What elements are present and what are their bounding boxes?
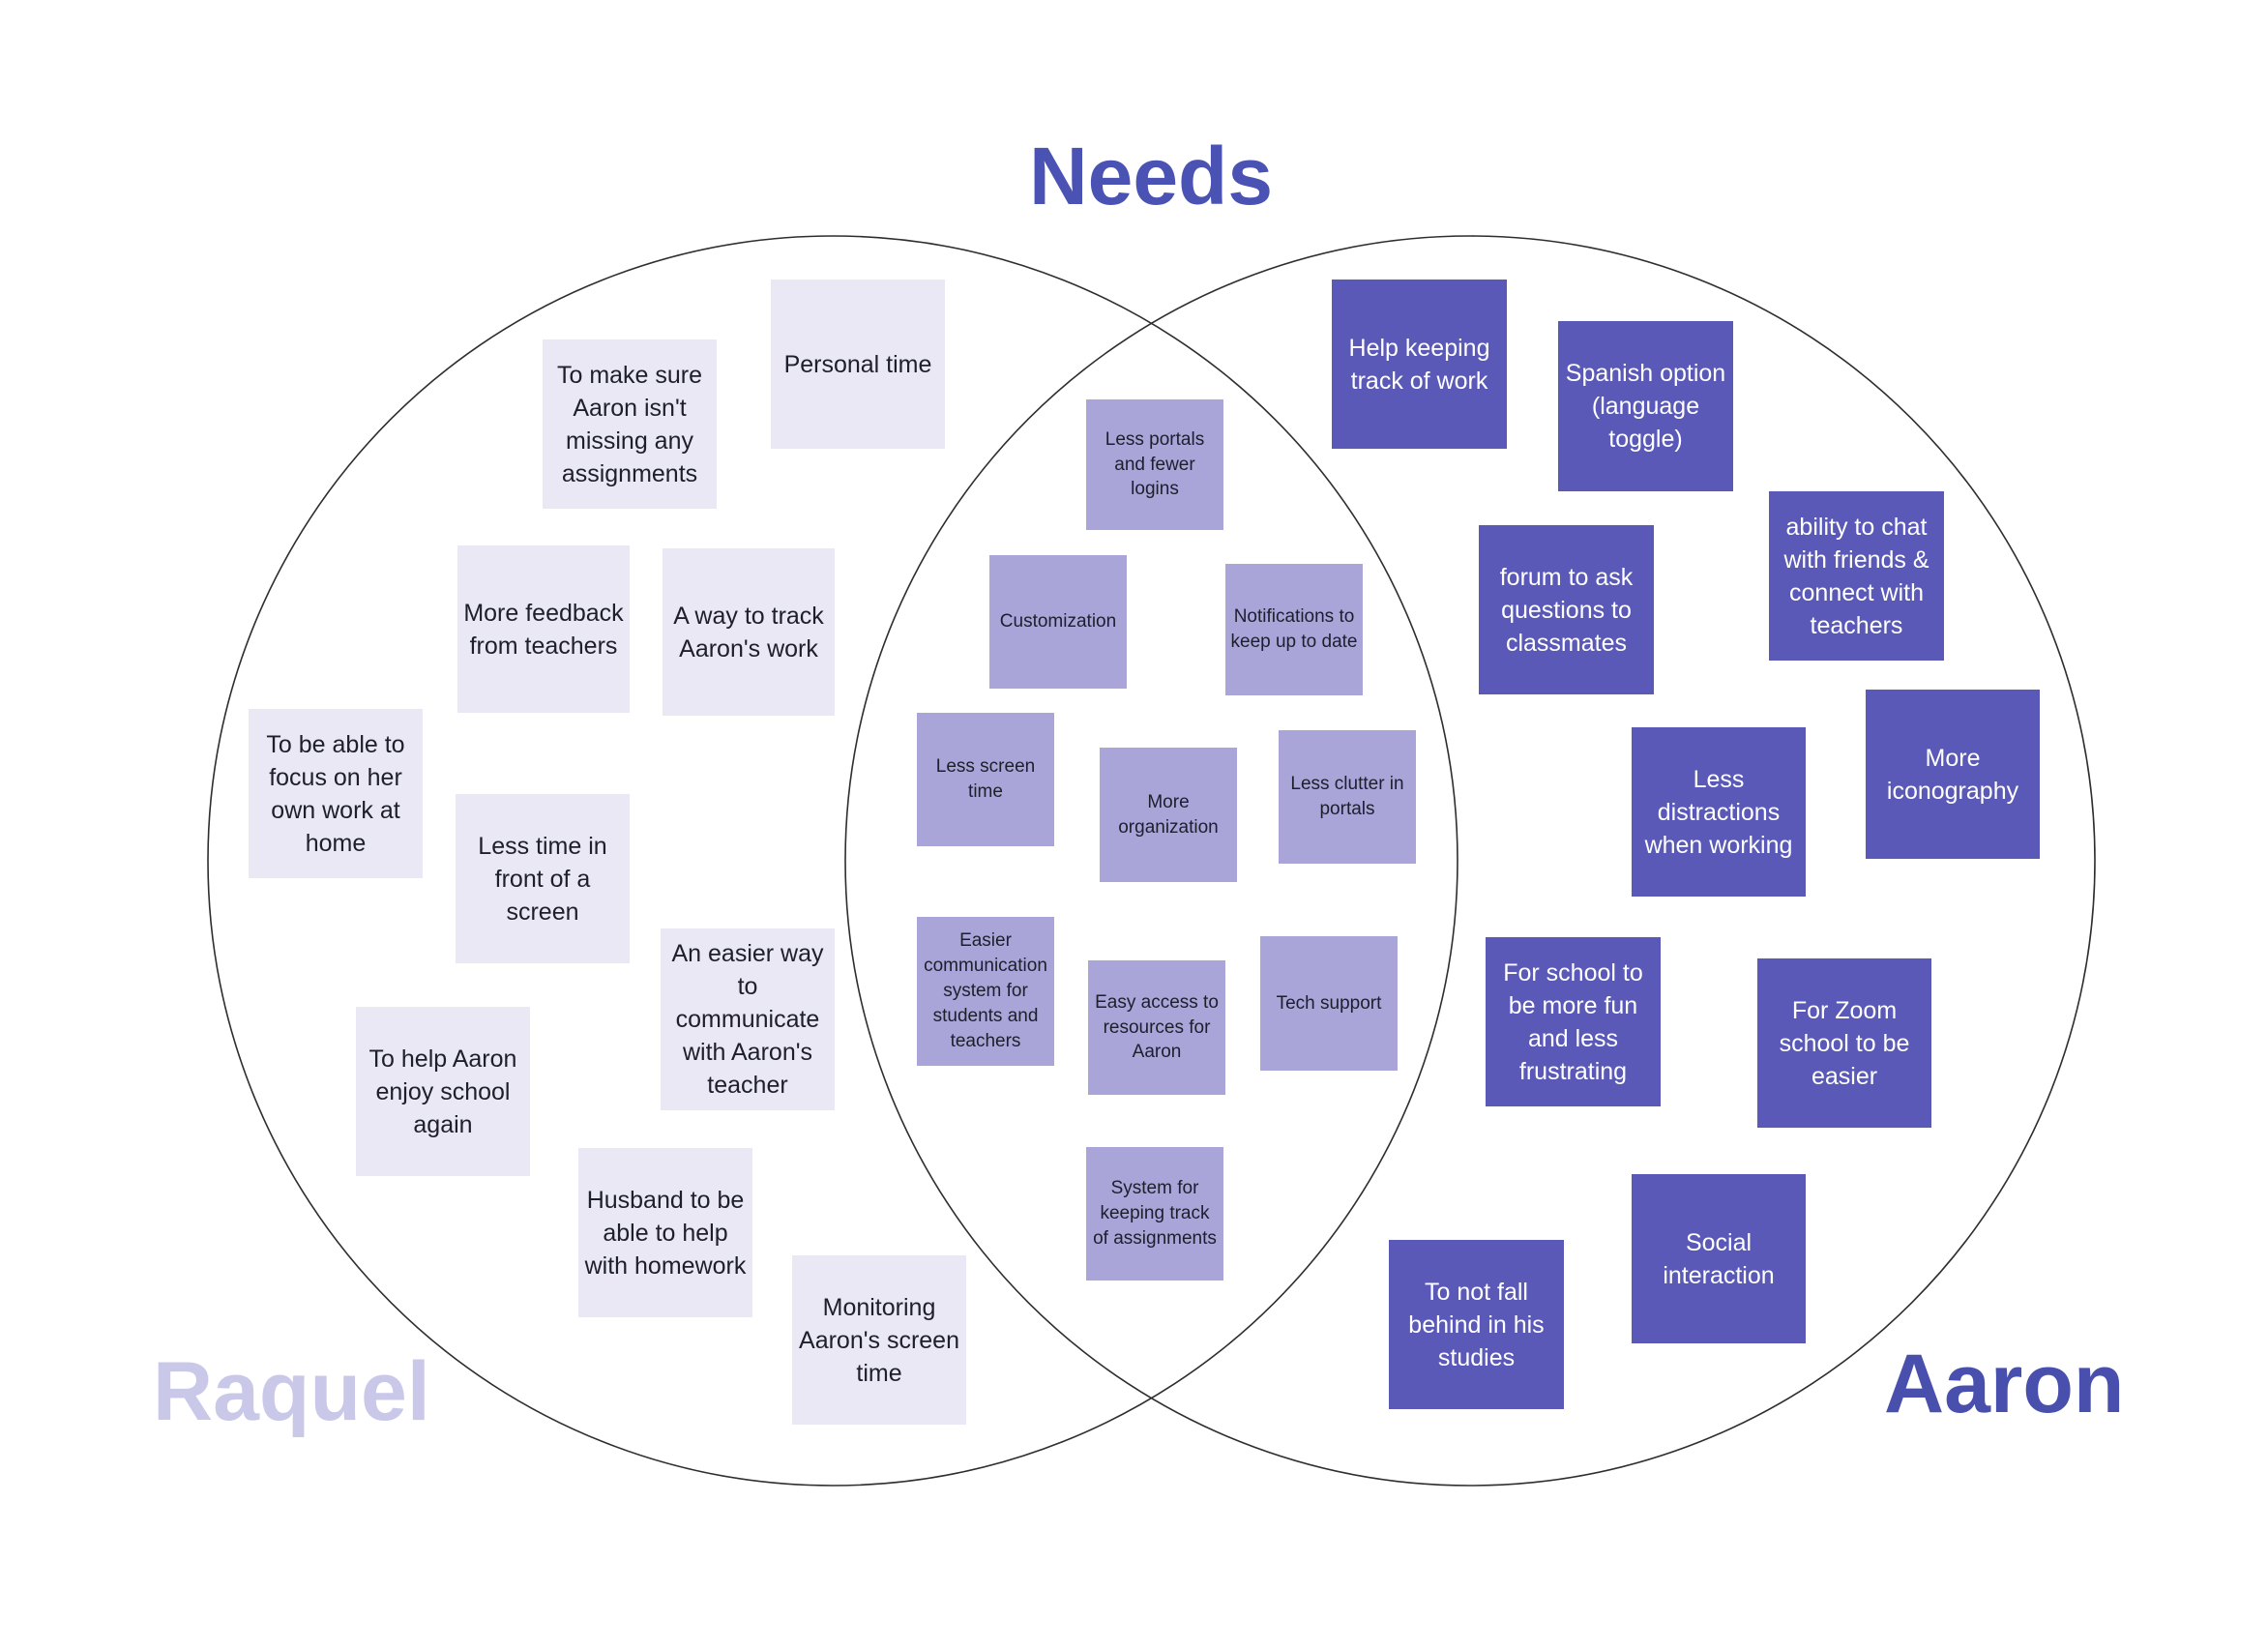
sticky-note-raquel[interactable]: A way to track Aaron's work xyxy=(663,548,835,716)
sticky-note-aaron[interactable]: Help keeping track of work xyxy=(1332,280,1507,449)
sticky-note-aaron[interactable]: Less distractions when working xyxy=(1632,727,1806,897)
sticky-note-raquel[interactable]: To be able to focus on her own work at h… xyxy=(249,709,423,878)
diagram-title: Needs xyxy=(1028,131,1274,221)
sticky-note-raquel[interactable]: Less time in front of a screen xyxy=(456,794,630,963)
sticky-note-shared[interactable]: Tech support xyxy=(1260,936,1398,1071)
sticky-note-aaron[interactable]: More iconography xyxy=(1866,690,2040,859)
sticky-note-raquel[interactable]: An easier way to communicate with Aaron'… xyxy=(661,928,835,1110)
sticky-note-shared[interactable]: Less portals and fewer logins xyxy=(1086,399,1223,530)
sticky-note-shared[interactable]: Easy access to resources for Aaron xyxy=(1088,960,1225,1095)
sticky-note-shared[interactable]: Less clutter in portals xyxy=(1279,730,1416,864)
aaron-circle xyxy=(844,235,2096,1487)
sticky-note-shared[interactable]: Customization xyxy=(989,555,1127,689)
sticky-note-aaron[interactable]: For Zoom school to be easier xyxy=(1757,958,1931,1128)
sticky-note-aaron[interactable]: For school to be more fun and less frust… xyxy=(1486,937,1661,1106)
sticky-note-shared[interactable]: Notifications to keep up to date xyxy=(1225,564,1363,695)
sticky-note-aaron[interactable]: Social interaction xyxy=(1632,1174,1806,1343)
aaron-circle-label: Aaron xyxy=(1884,1338,2125,1430)
sticky-note-raquel[interactable]: To make sure Aaron isn't missing any ass… xyxy=(543,339,717,509)
sticky-note-aaron[interactable]: To not fall behind in his studies xyxy=(1389,1240,1564,1409)
sticky-note-raquel[interactable]: Personal time xyxy=(771,280,945,449)
sticky-note-shared[interactable]: System for keeping track of assignments xyxy=(1086,1147,1223,1281)
sticky-note-aaron[interactable]: Spanish option (language toggle) xyxy=(1558,321,1733,491)
sticky-note-raquel[interactable]: To help Aaron enjoy school again xyxy=(356,1007,530,1176)
sticky-note-shared[interactable]: Less screen time xyxy=(917,713,1054,846)
sticky-note-aaron[interactable]: forum to ask questions to classmates xyxy=(1479,525,1654,694)
sticky-note-shared[interactable]: Easier communication system for students… xyxy=(917,917,1054,1066)
raquel-circle-label: Raquel xyxy=(153,1345,430,1438)
sticky-note-raquel[interactable]: More feedback from teachers xyxy=(457,545,630,713)
sticky-note-raquel[interactable]: Monitoring Aaron's screen time xyxy=(792,1255,966,1425)
sticky-note-aaron[interactable]: ability to chat with friends & connect w… xyxy=(1769,491,1944,661)
sticky-note-shared[interactable]: More organization xyxy=(1100,748,1237,882)
sticky-note-raquel[interactable]: Husband to be able to help with homework xyxy=(578,1148,752,1317)
raquel-circle xyxy=(207,235,1458,1487)
